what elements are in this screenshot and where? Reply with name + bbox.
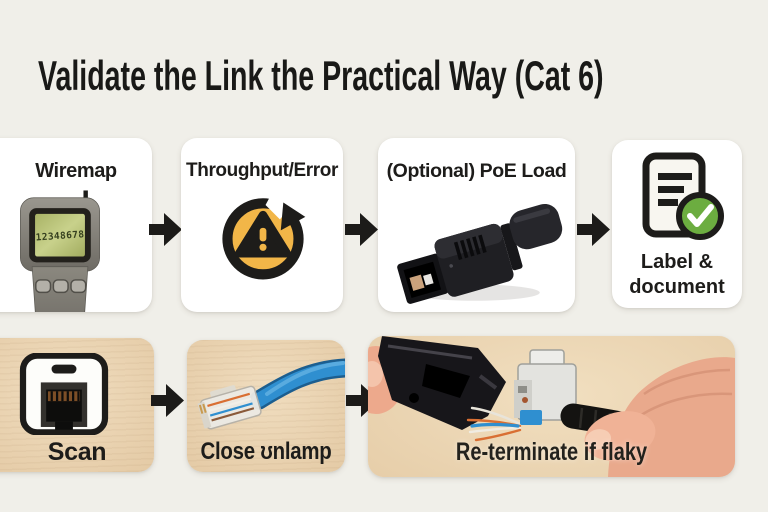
close-clamp-label: Close ʊnlamp xyxy=(200,438,332,465)
poe-label: (Optional) PoE Load xyxy=(386,160,567,182)
card-wiremap: Wiremap 12348678 xyxy=(0,138,152,312)
card-throughput: Throughput/Error xyxy=(181,138,343,312)
card-scan: Scan xyxy=(0,338,154,472)
ethernet-jack-icon xyxy=(19,353,109,435)
page-title: Validate the Link the Practical Way (Cat… xyxy=(38,52,604,99)
document-check-icon xyxy=(642,152,724,240)
arrow-icon xyxy=(151,384,184,417)
lcd-readout: 12348678 xyxy=(35,229,84,243)
document-label: Label & document xyxy=(612,250,742,300)
cable-tester-icon: 12348678 xyxy=(20,190,100,312)
warning-refresh-icon xyxy=(222,194,306,280)
patch-cable-image xyxy=(197,358,345,430)
card-close-clamp: Close ʊnlamp xyxy=(187,340,345,472)
document-label-line1: Label & xyxy=(640,251,714,273)
poe-plug-image xyxy=(397,203,563,304)
crimp-scene-photo xyxy=(368,336,735,477)
card-reterminate: Re-terminate if flaky xyxy=(368,336,735,477)
wiremap-label: Wiremap xyxy=(35,160,117,182)
reterminate-label: Re-terminate if flaky xyxy=(455,438,648,466)
throughput-label: Throughput/Error xyxy=(186,160,338,181)
card-poe: (Optional) PoE Load xyxy=(378,138,575,312)
document-label-line2: document xyxy=(629,276,725,298)
arrow-icon xyxy=(577,213,610,246)
scan-label: Scan xyxy=(47,438,107,466)
arrow-icon xyxy=(149,213,182,246)
arrow-icon xyxy=(346,384,379,417)
card-document: Label & document xyxy=(612,140,742,308)
arrow-icon xyxy=(345,213,378,246)
